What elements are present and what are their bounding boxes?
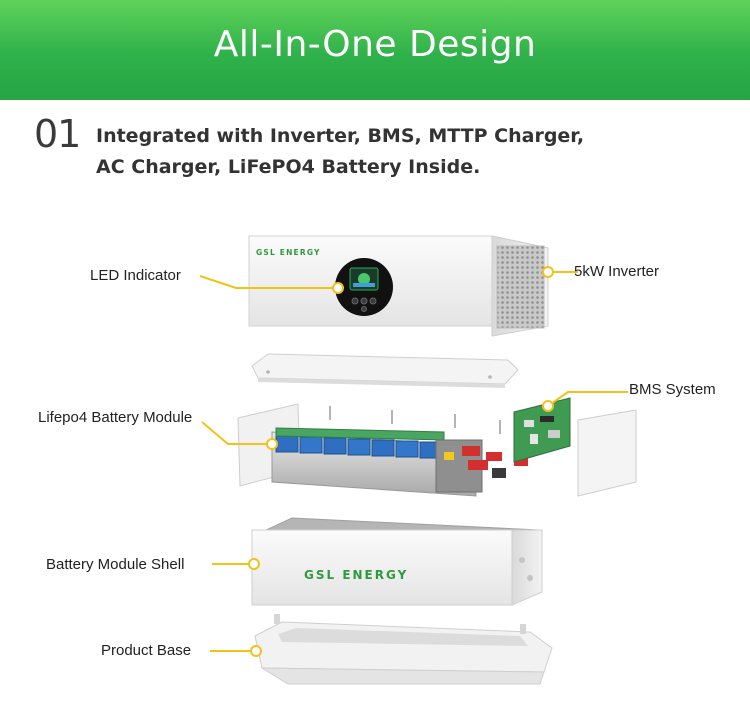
top-lid [251,353,519,388]
bms-board [513,397,571,463]
callout-base: Product Base [101,642,192,659]
feature-line-1: Integrated with Inverter, BMS, MTTP Char… [96,125,585,147]
callout-led-indicator: LED Indicator [90,267,181,284]
product-base [254,614,553,685]
feature-line-2: AC Charger, LiFePO4 Battery Inside. [96,156,481,178]
battery-cells [275,435,443,459]
callout-dots [248,266,554,657]
battery-module-assembly [237,397,637,497]
inverter-brand-logo: GSL ENERGY [256,248,321,257]
feature-number: 01 [34,112,81,156]
callout-shell: Battery Module Shell [46,556,185,573]
inverter-unit: GSL ENERGY [248,235,549,337]
page-title: All-In-One Design [213,24,537,65]
inverter-vent-mesh [496,245,545,329]
callout-inverter: 5kW Inverter [574,263,660,280]
header-banner: All-In-One Design [0,0,750,100]
led-indicator-display [335,258,393,316]
feature-description: Integrated with Inverter, BMS, MTTP Char… [96,121,716,183]
shell-brand-logo: GSL ENERGY [304,568,408,582]
callout-battery-module: Lifepo4 Battery Module [38,409,193,426]
battery-module-shell: GSL ENERGY [251,517,543,606]
callout-bms: BMS System [629,381,716,398]
